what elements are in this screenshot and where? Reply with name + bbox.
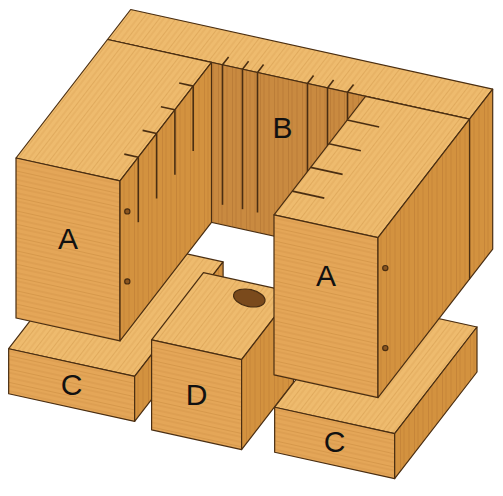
bore-hole bbox=[232, 286, 267, 309]
saw-slits bbox=[292, 120, 379, 198]
block-side-face bbox=[470, 89, 493, 279]
screw-hole bbox=[383, 346, 388, 351]
block-front-face bbox=[16, 158, 120, 341]
block-side-face bbox=[378, 119, 470, 398]
front-block bbox=[152, 273, 294, 450]
left-wall-block bbox=[16, 40, 212, 341]
part-letter: C bbox=[61, 370, 83, 400]
right-wall-block bbox=[274, 96, 470, 397]
screw-hole bbox=[383, 266, 388, 271]
part-letter: A bbox=[316, 261, 336, 291]
saw-slits bbox=[124, 83, 193, 222]
part-letter: A bbox=[58, 224, 78, 254]
part-letter: D bbox=[186, 380, 208, 410]
screw-hole bbox=[125, 279, 130, 284]
screw-hole bbox=[125, 209, 130, 214]
block-front-face bbox=[152, 340, 242, 450]
part-letter: B bbox=[272, 113, 292, 143]
block-front-face bbox=[275, 407, 395, 478]
block-front-face bbox=[274, 215, 378, 398]
block-front-face bbox=[9, 349, 135, 422]
part-letter: C bbox=[324, 427, 346, 457]
